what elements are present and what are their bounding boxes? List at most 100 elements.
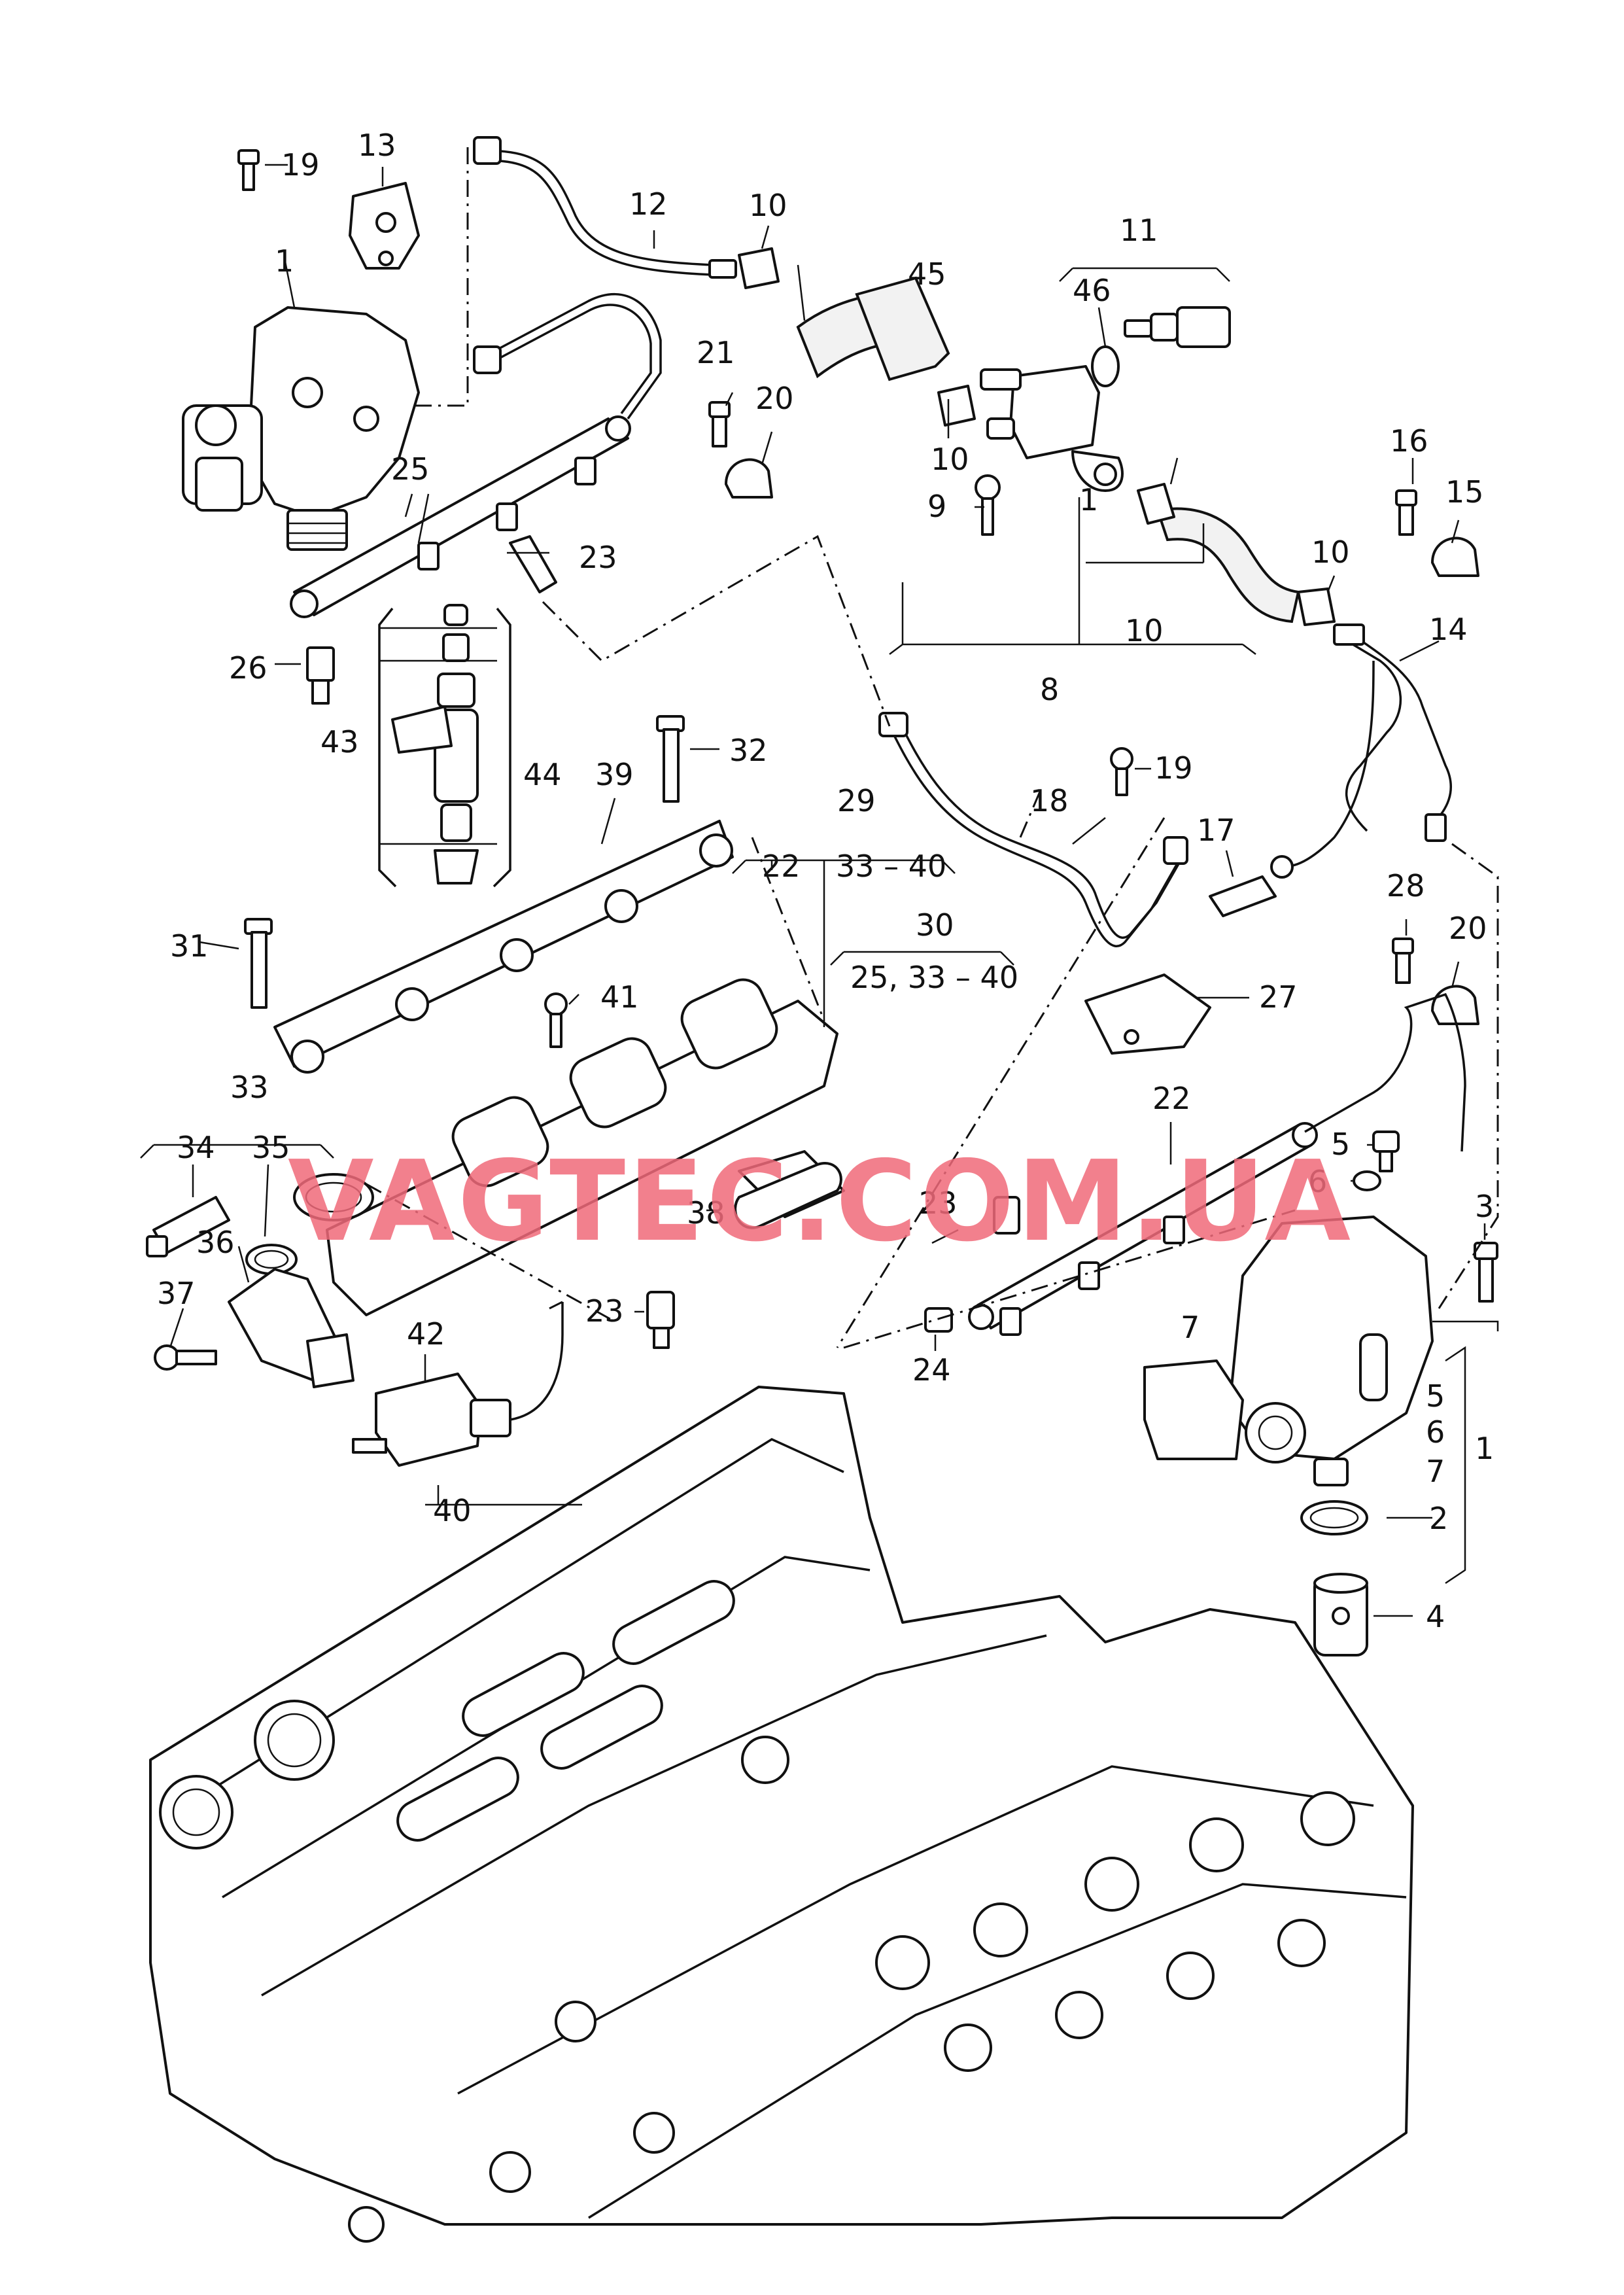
clamp-20-top [725, 458, 773, 499]
callout-3: 3 [1475, 1189, 1494, 1224]
callout-23-top: 23 [579, 540, 617, 575]
callout-1-mid: 1 [1079, 482, 1098, 517]
fuel-line-14 [1281, 623, 1452, 867]
callout-10-top: 10 [749, 188, 787, 223]
screw-3 [1474, 1242, 1498, 1303]
fuel-rail-22 [968, 992, 1466, 1336]
callout-28: 28 [1387, 868, 1425, 903]
leader-lines [140, 164, 1499, 1617]
callout-33: 33 [230, 1070, 269, 1105]
callout-31: 31 [170, 928, 209, 964]
callout-7-b: 7 [1426, 1454, 1445, 1489]
callout-37: 37 [157, 1276, 196, 1311]
valve-23-top [509, 535, 557, 593]
callout-14: 14 [1429, 612, 1468, 647]
bracket-13 [349, 182, 420, 270]
screw-37 [154, 1344, 217, 1371]
callout-27: 27 [1259, 979, 1298, 1015]
clamp-10-top [738, 247, 780, 289]
washer-6 [1353, 1170, 1381, 1191]
bolt-9 [975, 474, 1001, 536]
tube-34 [146, 1196, 230, 1257]
bracket-39 [273, 820, 734, 1074]
valve-23-right [993, 1196, 1020, 1235]
callout-46: 46 [1073, 273, 1111, 308]
callout-1-right: 1 [1475, 1431, 1494, 1466]
callout-19-top: 19 [281, 147, 320, 183]
callout-5-b: 5 [1426, 1378, 1445, 1414]
clamp-10-mid [937, 385, 976, 427]
callout-12: 12 [629, 186, 668, 222]
sensor-26 [306, 646, 335, 705]
callout-16: 16 [1390, 423, 1428, 459]
callout-23-right: 23 [919, 1185, 958, 1221]
callout-26: 26 [229, 650, 268, 686]
callout-43: 43 [320, 724, 359, 760]
callout-17: 17 [1197, 813, 1235, 848]
bolt-28 [1392, 937, 1414, 984]
callout-15: 15 [1445, 474, 1484, 510]
callout-35: 35 [252, 1130, 290, 1165]
callout-21: 21 [697, 335, 735, 370]
tappet-4 [1313, 1573, 1368, 1656]
gasket-38 [734, 1162, 842, 1229]
callout-42: 42 [407, 1316, 445, 1352]
callout-22-group: 22 [762, 849, 801, 884]
callout-40: 40 [433, 1493, 472, 1528]
callout-7-a: 7 [1181, 1310, 1200, 1345]
callout-5-a: 5 [1331, 1127, 1350, 1162]
o-ring-46 [1091, 345, 1120, 387]
callout-44: 44 [523, 757, 562, 792]
callout-39: 39 [595, 757, 634, 792]
hose-45 [796, 276, 950, 381]
callout-30: 30 [916, 907, 954, 943]
fuel-line-12 [473, 136, 737, 279]
callout-38: 38 [687, 1195, 725, 1231]
callout-6-b: 6 [1426, 1414, 1445, 1450]
callout-19-mid: 19 [1154, 750, 1193, 786]
callout-36: 36 [196, 1225, 235, 1260]
fuel-rail-25 [290, 293, 662, 618]
bolt-19-mid [1110, 747, 1133, 796]
callout-20-top: 20 [755, 381, 794, 416]
callout-30-range: 25, 33 – 40 [850, 960, 1018, 995]
callout-1-left: 1 [275, 243, 294, 279]
callout-labels: 1 2 1 3 4 5 5 6 6 7 7 1 8 9 10 10 10 10 … [157, 128, 1494, 1634]
callout-25: 25 [391, 451, 430, 487]
bracket-27 [1084, 973, 1211, 1055]
watermark: VAGTEC.COM.UA [288, 1137, 1353, 1267]
hose-lower-right [1156, 507, 1300, 623]
valve-23-mid [646, 1291, 675, 1349]
injector-assembly [378, 604, 511, 888]
phantom-lines [366, 147, 1499, 1349]
callout-8: 8 [1040, 672, 1059, 707]
valve-8-body [980, 365, 1124, 492]
callout-10-mid: 10 [931, 442, 969, 477]
valve-42 [352, 1302, 564, 1467]
plug-24 [924, 1307, 953, 1333]
intake-manifold [326, 978, 845, 1316]
callout-45: 45 [908, 256, 946, 292]
callout-10-right: 10 [1311, 534, 1350, 570]
callout-18: 18 [1030, 783, 1069, 818]
callout-29: 29 [837, 783, 876, 818]
callout-22-rail: 22 [1152, 1081, 1191, 1116]
bolt-31 [244, 918, 273, 1009]
engine-block [149, 1386, 1414, 2243]
fitting-17 [1209, 855, 1294, 917]
callout-4: 4 [1426, 1599, 1445, 1634]
bolt-19-top [237, 149, 260, 191]
throttle-body-36 [228, 1173, 374, 1388]
callout-29-range: 33 – 40 [836, 849, 946, 884]
callout-9: 9 [927, 489, 946, 524]
sensor-11 [1124, 306, 1231, 348]
callout-11: 11 [1120, 213, 1158, 248]
callout-32: 32 [729, 733, 768, 768]
callout-6-a: 6 [1308, 1164, 1327, 1199]
callout-2: 2 [1429, 1501, 1448, 1536]
callout-24: 24 [912, 1352, 951, 1388]
bolt-32 [656, 715, 685, 803]
bolt-21 [708, 401, 731, 447]
callout-10-lower: 10 [1125, 613, 1164, 648]
